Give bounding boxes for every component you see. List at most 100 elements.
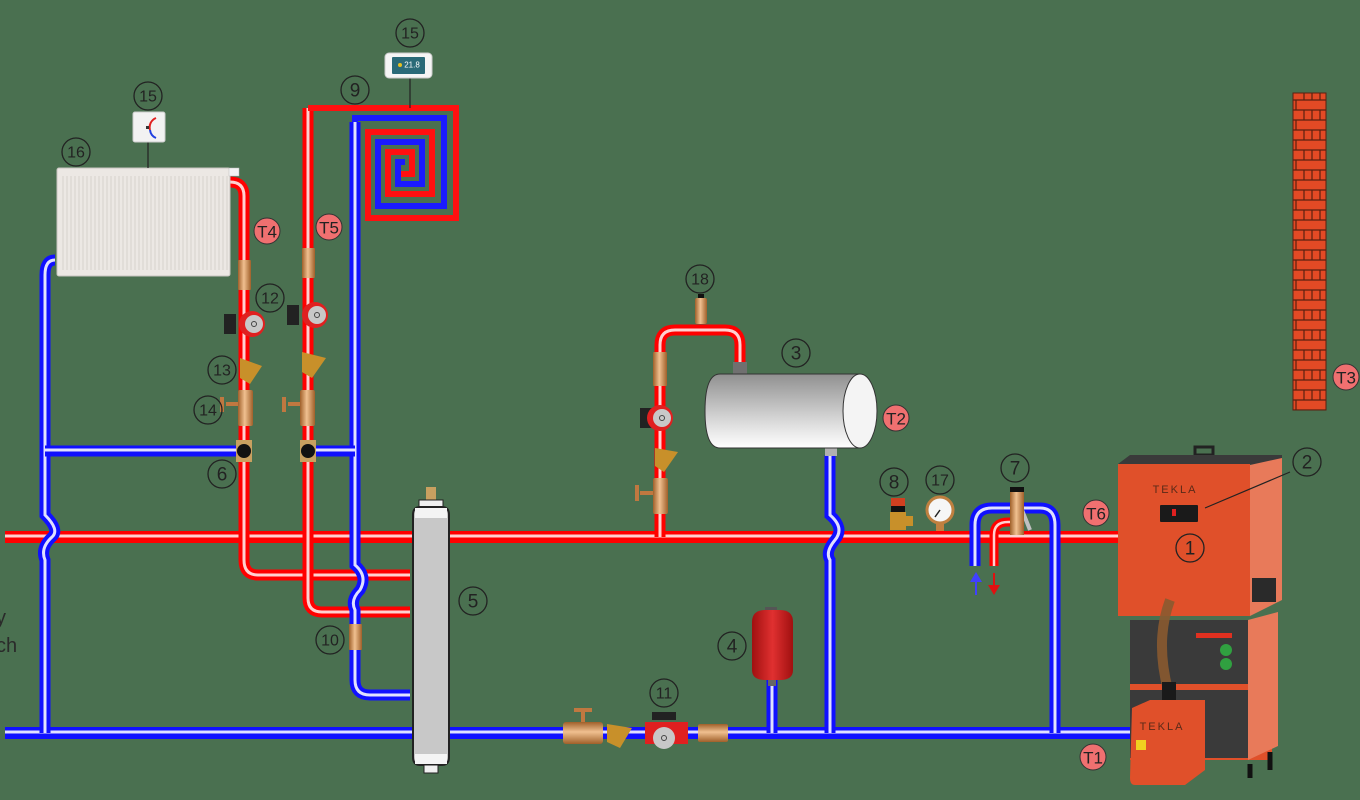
label-number: 17 <box>931 473 949 490</box>
component-label-5: 5 <box>458 586 488 616</box>
label-circle <box>395 18 425 48</box>
sensor-circle <box>1082 499 1110 527</box>
sensor-circle <box>1332 363 1360 391</box>
label-circle <box>1175 533 1205 563</box>
label-number: 8 <box>889 473 900 494</box>
label-number: 1 <box>1185 539 1196 560</box>
label-number: 3 <box>791 344 802 365</box>
sensor-badge-t5: T5 <box>315 213 343 241</box>
component-label-3: 3 <box>781 338 811 368</box>
safety-valve <box>890 498 913 530</box>
label-number: 15 <box>139 89 157 106</box>
label-circle <box>61 137 91 167</box>
brick-wall <box>1292 92 1327 411</box>
label-circle <box>1292 447 1322 477</box>
check-valve <box>349 624 362 650</box>
sensor-circle <box>1079 743 1107 771</box>
side-text-line-2: ch <box>0 635 18 657</box>
boiler-controller-panel[interactable] <box>1160 505 1198 522</box>
room-thermostat-floor[interactable]: 21.8 <box>384 52 433 108</box>
component-label-17: 17 <box>925 465 955 495</box>
mixing-valve-floor <box>300 440 316 462</box>
label-number: 2 <box>1302 453 1313 474</box>
component-label-6: 6 <box>207 459 237 489</box>
hot-water-tank <box>704 362 878 456</box>
circulation-pump-radiator <box>224 311 265 337</box>
room-thermostat-radiator[interactable] <box>132 111 166 168</box>
air-vent <box>695 294 707 324</box>
boiler-brand: TEKLA <box>1153 484 1198 496</box>
sensor-badge-t2: T2 <box>882 404 910 432</box>
thermal-valve <box>1010 487 1024 535</box>
floor-riser-fittings <box>282 248 328 462</box>
component-label-14: 14 <box>193 395 223 425</box>
sensor-label: T1 <box>1083 749 1103 768</box>
pressure-gauge <box>925 495 955 531</box>
thermostat-display: 21.8 <box>404 61 420 70</box>
label-circle <box>340 75 370 105</box>
sensor-circle <box>315 213 343 241</box>
floor-heating-spiral <box>308 105 459 221</box>
sensor-label: T2 <box>886 410 906 429</box>
component-label-15a: 15 <box>133 81 163 111</box>
component-label-12: 12 <box>255 283 285 313</box>
label-number: 16 <box>67 145 85 162</box>
component-label-15b: 15 <box>395 18 425 48</box>
label-number: 18 <box>691 272 709 289</box>
label-number: 4 <box>727 637 738 658</box>
sensor-badge-t6: T6 <box>1082 499 1110 527</box>
component-label-11: 11 <box>649 678 679 708</box>
sensor-label: T3 <box>1336 369 1356 388</box>
label-number: 6 <box>217 465 228 486</box>
component-label-18: 18 <box>685 264 715 294</box>
sensor-badge-t1: T1 <box>1079 743 1107 771</box>
pellet-burner: TEKLA <box>1130 700 1205 785</box>
component-label-16: 16 <box>61 137 91 167</box>
label-number: 14 <box>199 403 217 420</box>
component-label-4: 4 <box>717 631 747 661</box>
sensor-label: T5 <box>319 219 339 238</box>
return-flow-arrow-up-icon <box>970 572 982 595</box>
radiator-riser-fittings <box>220 260 265 462</box>
label-circle <box>458 586 488 616</box>
burner-brand: TEKLA <box>1140 721 1185 733</box>
mixing-valve-radiator <box>236 440 252 462</box>
side-text-line-1: y <box>0 607 6 629</box>
tank-loop-fittings <box>635 352 678 514</box>
sensor-label: T6 <box>1086 505 1106 524</box>
label-circle <box>207 355 237 385</box>
component-label-10: 10 <box>315 625 345 655</box>
label-circle <box>207 459 237 489</box>
label-circle <box>315 625 345 655</box>
label-number: 11 <box>656 686 673 703</box>
label-circle <box>133 81 163 111</box>
label-circle <box>879 467 909 497</box>
supply-flow-arrow-down-icon <box>988 573 1000 595</box>
component-label-1: 1 <box>1175 533 1205 563</box>
label-circle <box>781 338 811 368</box>
label-number: 12 <box>261 291 279 308</box>
sensor-circle <box>882 404 910 432</box>
label-circle <box>717 631 747 661</box>
label-number: 15 <box>401 26 419 43</box>
label-circle <box>925 465 955 495</box>
component-label-9: 9 <box>340 75 370 105</box>
label-number: 13 <box>213 363 231 380</box>
label-circle <box>1000 453 1030 483</box>
component-label-2: 2 <box>1292 447 1322 477</box>
label-number: 7 <box>1010 459 1021 480</box>
label-circle <box>193 395 223 425</box>
hydraulic-separator <box>412 487 450 774</box>
expansion-vessel <box>752 607 793 686</box>
radiator <box>56 167 240 277</box>
label-circle <box>685 264 715 294</box>
label-number: 9 <box>350 81 361 102</box>
component-label-13: 13 <box>207 355 237 385</box>
sensor-label: T4 <box>257 223 277 242</box>
label-circle <box>649 678 679 708</box>
label-number: 5 <box>468 592 479 613</box>
sensor-badge-t3: T3 <box>1332 363 1360 391</box>
